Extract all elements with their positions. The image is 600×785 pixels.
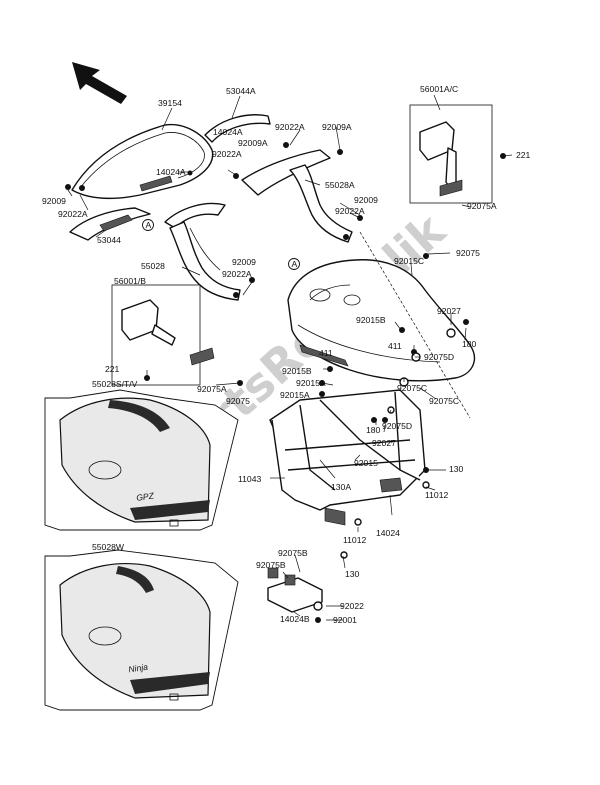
part-label: 92075	[226, 396, 250, 406]
part-label: 92075B	[278, 548, 308, 558]
direction-arrow-icon	[72, 62, 127, 104]
part-label: 14024	[376, 528, 400, 538]
mirror-right	[409, 104, 493, 204]
part-label: 55028W	[92, 542, 125, 552]
part-label: 130A	[331, 482, 351, 492]
leader-lines	[67, 94, 513, 621]
ninja-badge: Ninja	[128, 662, 149, 675]
part-label: 92015B	[356, 315, 386, 325]
part-label: 92009	[232, 257, 256, 267]
part-label: 11012	[343, 535, 366, 545]
part-label: 56001/B	[114, 276, 146, 286]
part-label: 130	[345, 569, 360, 579]
part-label: 411	[388, 341, 402, 351]
svg-text:A: A	[292, 259, 298, 269]
inner-panel-55028a	[241, 149, 353, 243]
part-label: 92075A	[197, 384, 227, 394]
part-label: 92015A	[296, 378, 326, 388]
part-label: 14024A	[156, 167, 186, 177]
part-label: 92075C	[429, 396, 459, 406]
part-label: 92027	[437, 306, 461, 316]
part-label: 411	[319, 348, 333, 358]
part-label: 92075C	[397, 383, 427, 393]
part-labels: 39154 53044A 14024A 92009A 92022A 92022A…	[42, 84, 531, 625]
part-label: 92022A	[212, 149, 242, 159]
inner-panel-55028	[164, 202, 241, 301]
part-label: 92015	[354, 458, 378, 468]
lower-fairing-ninja	[44, 549, 239, 711]
part-label: 55028	[141, 261, 165, 271]
part-label: 11012	[425, 490, 448, 500]
part-label: 92022A	[222, 269, 252, 279]
svg-text:A: A	[146, 220, 152, 230]
part-label: 180	[366, 425, 381, 435]
part-label: 53044A	[226, 86, 256, 96]
part-label: 92015C	[394, 256, 424, 266]
part-label: 92022A	[335, 206, 365, 216]
part-label: 56001A/C	[420, 84, 458, 94]
part-label: 221	[105, 364, 120, 374]
upper-cowl	[287, 259, 475, 382]
part-label: 92009A	[238, 138, 268, 148]
part-label: 53044	[97, 235, 121, 245]
part-label: 92075B	[256, 560, 286, 570]
part-label: 180	[462, 339, 477, 349]
mirror-left	[111, 284, 215, 386]
part-label: 92075D	[382, 421, 412, 431]
callout-a-lower: A	[288, 258, 300, 270]
part-label: 92022A	[58, 209, 88, 219]
part-label: 92075	[456, 248, 480, 258]
part-label: 221	[516, 150, 531, 160]
part-label: 14024A	[213, 127, 243, 137]
lower-fairing-gpz	[44, 389, 239, 531]
part-label: 92022A	[275, 122, 305, 132]
inner-panel-53044	[69, 207, 151, 241]
gpz-badge: GPZ	[136, 490, 156, 502]
part-label: 39154	[158, 98, 182, 108]
part-label: 92075A	[467, 201, 497, 211]
part-label: 92022	[340, 601, 364, 611]
part-label: 92009	[354, 195, 378, 205]
part-label: 92015B	[282, 366, 312, 376]
callout-a-upper: A	[142, 219, 154, 231]
part-label: 14024B	[280, 614, 310, 624]
part-label: 92001	[333, 615, 357, 625]
part-label: 92027	[372, 438, 396, 448]
part-label: 92015A	[280, 390, 310, 400]
bracket-14024b	[267, 567, 323, 613]
trim-strip-53044a	[204, 114, 271, 143]
part-label: 130	[449, 464, 464, 474]
part-label: 92075D	[424, 352, 454, 362]
fairing-stay-11043	[269, 389, 426, 526]
part-label: 55028A	[325, 180, 355, 190]
part-label: 92009A	[322, 122, 352, 132]
part-label: 92009	[42, 196, 66, 206]
part-label: 11043	[238, 474, 261, 484]
part-label: 55028S/T/V	[92, 379, 138, 389]
windshield	[71, 123, 214, 199]
